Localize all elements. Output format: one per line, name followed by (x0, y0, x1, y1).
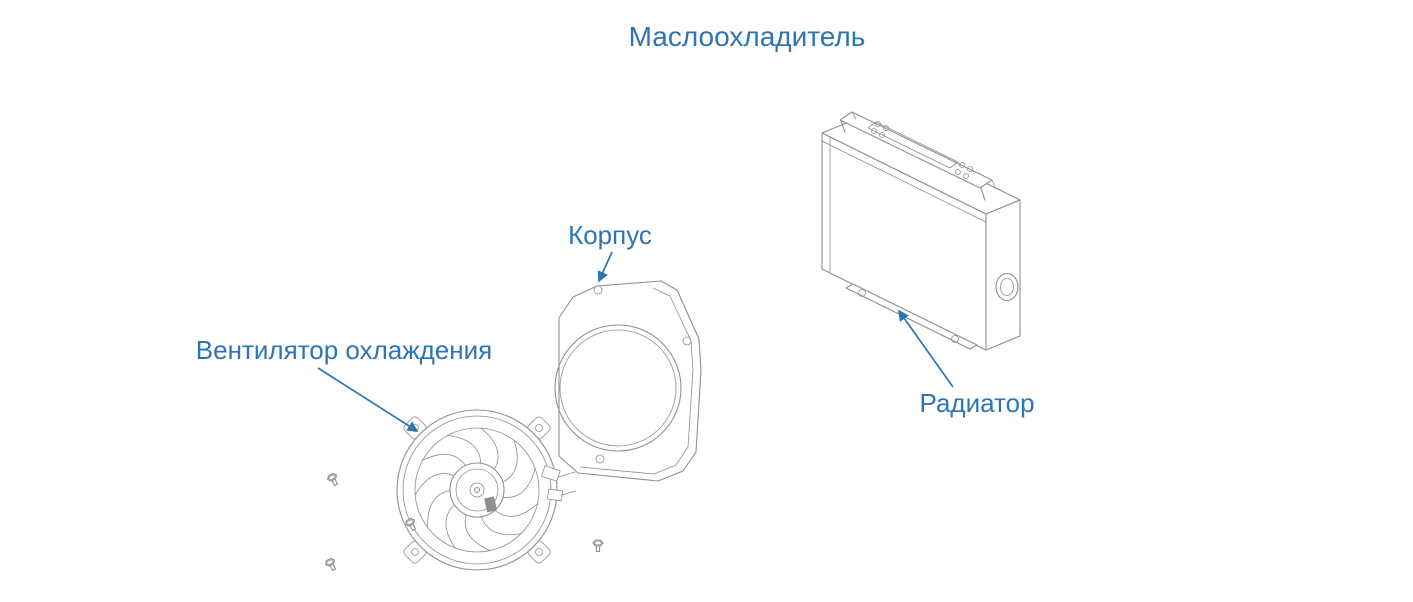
cooling-fan-drawing (396, 409, 577, 571)
bolt-drawing (325, 557, 337, 572)
label-housing: Корпус (568, 220, 652, 250)
bolt-drawing (327, 472, 339, 487)
fan-blades (414, 427, 539, 552)
diagram-title: Маслоохладитель (628, 21, 866, 52)
fan-connector (541, 465, 577, 502)
arrow-to-fan (317, 367, 419, 432)
bolt-drawing (405, 517, 417, 532)
fan-shroud-drawing (554, 280, 702, 482)
callout-arrows (317, 251, 954, 432)
arrow-to-radiator (898, 309, 954, 388)
bolt-drawing (592, 539, 604, 553)
label-cooling-fan: Вентилятор охлаждения (195, 335, 493, 365)
radiator-port (995, 272, 1019, 302)
arrow-to-housing (597, 251, 613, 283)
label-radiator: Радиатор (919, 388, 1035, 418)
radiator-drawing (821, 111, 1021, 351)
